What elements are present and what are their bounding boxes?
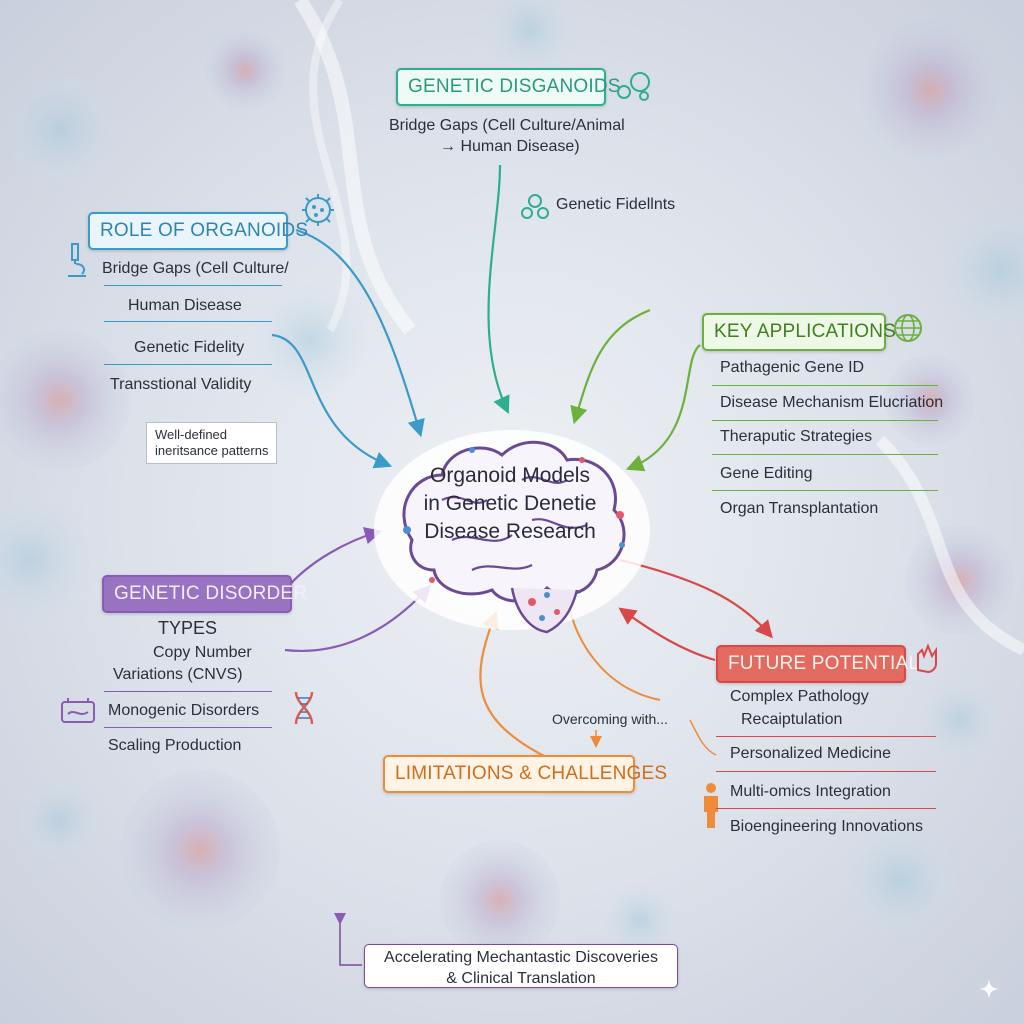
genetic-disorder-label: GENETIC DISORDER [114, 583, 308, 604]
key-item-2: Disease Mechanism Elucriation [720, 394, 944, 411]
future-divider-1 [716, 736, 936, 737]
arrow-future-2 [618, 607, 716, 662]
role-of-organoids-label: ROLE OF ORGANOIDS [100, 220, 309, 241]
arrow-bottom [334, 913, 362, 966]
arrow-overcoming-2 [689, 719, 717, 756]
future-potential-label: FUTURE POTENTIAL [728, 653, 920, 674]
genetic-fidellnts: Genetic Fidellnts [556, 196, 676, 213]
center-title-line3: Disease Research [424, 520, 596, 543]
key-applications-label: KEY APPLICATIONS [714, 321, 897, 342]
future-item-2: Recaiptulation [741, 711, 843, 728]
top-line-1: Bridge Gaps (Cell Culture/Animal [389, 117, 625, 134]
future-divider-2 [716, 771, 936, 772]
device-icon [61, 698, 95, 723]
center-title-line1: Organoid Models [430, 464, 590, 487]
summary-box: Accelerating Mechantastic Discoveries & … [364, 944, 678, 988]
brain-icon [374, 430, 650, 634]
inheritance-note-line2: ineritsance patterns [155, 443, 269, 458]
key-divider-1 [712, 385, 938, 386]
role-divider-3 [104, 364, 272, 365]
microscope-icon [68, 243, 86, 277]
disorder-item-3: Monogenic Disorders [108, 702, 260, 719]
cell-cluster-icon [521, 194, 549, 219]
role-item-3: Genetic Fidelity [134, 339, 245, 356]
virus-icon [302, 194, 334, 226]
summary-line2: & Clinical Translation [446, 970, 596, 987]
globe-icon [894, 314, 922, 342]
key-item-1: Pathagenic Gene ID [720, 359, 865, 376]
arrow-future [619, 558, 773, 639]
key-divider-4 [712, 490, 938, 491]
future-item-3: Personalized Medicine [730, 745, 891, 762]
arrow-role-2 [271, 333, 393, 469]
hand-icon [917, 643, 937, 674]
key-applications-header: KEY APPLICATIONS [702, 313, 896, 351]
inheritance-note: Well-defined ineritsance patterns [146, 422, 278, 464]
future-item-5: Bioengineering Innovations [730, 818, 924, 835]
arrow-top [487, 164, 510, 414]
key-item-4: Gene Editing [720, 465, 813, 482]
genetic-disganoids-label: GENETIC DISGANOIDS [408, 76, 621, 97]
molecule-icon [617, 72, 650, 101]
genetic-disorder-header: GENETIC DISORDER [102, 575, 307, 613]
disorder-item-4: Scaling Production [108, 737, 242, 754]
limitations-header: LIMITATIONS & CHALLENGES [383, 755, 667, 793]
key-divider-3 [712, 454, 938, 455]
arrow-disorder-2 [284, 584, 431, 652]
arrow-limits-2 [569, 609, 661, 701]
inheritance-note-line1: Well-defined [155, 427, 228, 442]
person-icon [704, 783, 718, 828]
disorder-types: TYPES [158, 618, 218, 638]
arrow-role [295, 228, 425, 438]
limitations-label: LIMITATIONS & CHALLENGES [395, 763, 668, 784]
disorder-item-2: Variations (CNVS) [113, 666, 243, 683]
sparkle-icon [979, 979, 999, 999]
role-item-2: Human Disease [128, 297, 242, 314]
role-of-organoids-header: ROLE OF ORGANOIDS [88, 212, 308, 250]
role-divider-2 [104, 321, 272, 322]
disorder-divider-2 [104, 727, 272, 728]
future-divider-3 [716, 808, 936, 809]
center-title: Organoid Models in Genetic Denetie Disea… [415, 462, 605, 546]
disorder-divider-1 [104, 691, 272, 692]
arrow-disorder [284, 527, 383, 591]
key-item-3: Theraputic Strategies [720, 428, 873, 445]
disorder-item-1: Copy Number [153, 644, 252, 661]
role-divider-1 [104, 285, 282, 286]
dna-icon [294, 691, 314, 725]
arrow-key [625, 344, 701, 472]
overcoming-with: Overcoming with... [552, 711, 668, 727]
arrow-top-2 [570, 308, 651, 425]
role-item-4: Transstional Validity [110, 376, 252, 393]
role-item-1: Bridge Gaps (Cell Culture/ [102, 260, 289, 277]
center-title-line2: in Genetic Denetie [423, 492, 597, 515]
future-item-1: Complex Pathology [730, 688, 869, 705]
future-item-4: Multi-omics Integration [730, 783, 891, 800]
genetic-disganoids-header: GENETIC DISGANOIDS [396, 68, 620, 106]
summary-line1: Accelerating Mechantastic Discoveries [384, 949, 658, 966]
arrow-limits [479, 610, 553, 761]
key-item-5: Organ Transplantation [720, 500, 879, 517]
future-potential-header: FUTURE POTENTIAL [716, 645, 919, 683]
key-divider-2 [712, 420, 938, 421]
top-line-2: → Human Disease) [440, 138, 580, 155]
